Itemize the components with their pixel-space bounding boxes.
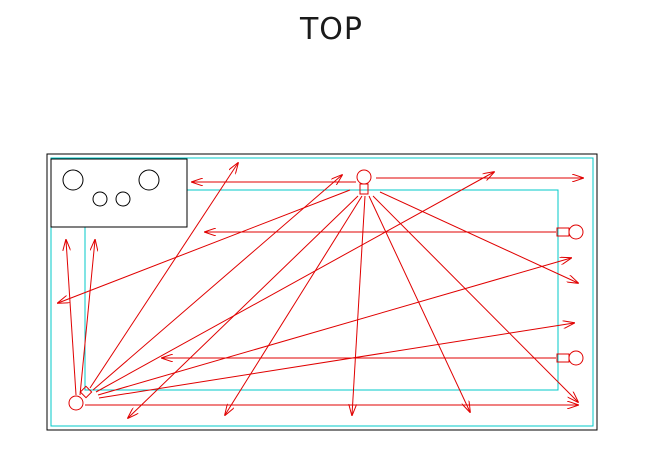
- spray-arrow: [352, 195, 366, 415]
- spray-arrow: [379, 191, 578, 283]
- equipment-circle-small-right: [115, 191, 131, 207]
- inner-boundary: [84, 189, 559, 391]
- nozzle-right-lower: [556, 350, 584, 366]
- spray-arrow: [372, 195, 578, 402]
- spray-arrow: [66, 240, 77, 396]
- outer-frame: [46, 153, 598, 431]
- drawing-title: TOP: [299, 12, 364, 47]
- nozzle-top-center: [356, 169, 372, 195]
- equipment-circle-large-left: [62, 169, 84, 191]
- spray-arrow: [368, 195, 470, 412]
- spray-arrows: [58, 163, 583, 418]
- spray-arrow: [225, 195, 363, 415]
- spray-arrow: [128, 195, 359, 418]
- inner-frame: [50, 157, 594, 427]
- spray-arrow: [89, 163, 238, 389]
- equipment-circle-large-right: [138, 169, 160, 191]
- spray-arrow: [95, 172, 494, 393]
- spray-arrow: [58, 189, 351, 303]
- nozzle-right-upper: [556, 224, 584, 240]
- equipment-circle-small-left: [92, 191, 108, 207]
- spray-arrow: [98, 323, 574, 399]
- spray-arrow: [79, 240, 95, 396]
- nozzle-bottom-left: [68, 385, 93, 411]
- spray-arrow: [97, 258, 571, 396]
- spray-arrow: [92, 175, 342, 391]
